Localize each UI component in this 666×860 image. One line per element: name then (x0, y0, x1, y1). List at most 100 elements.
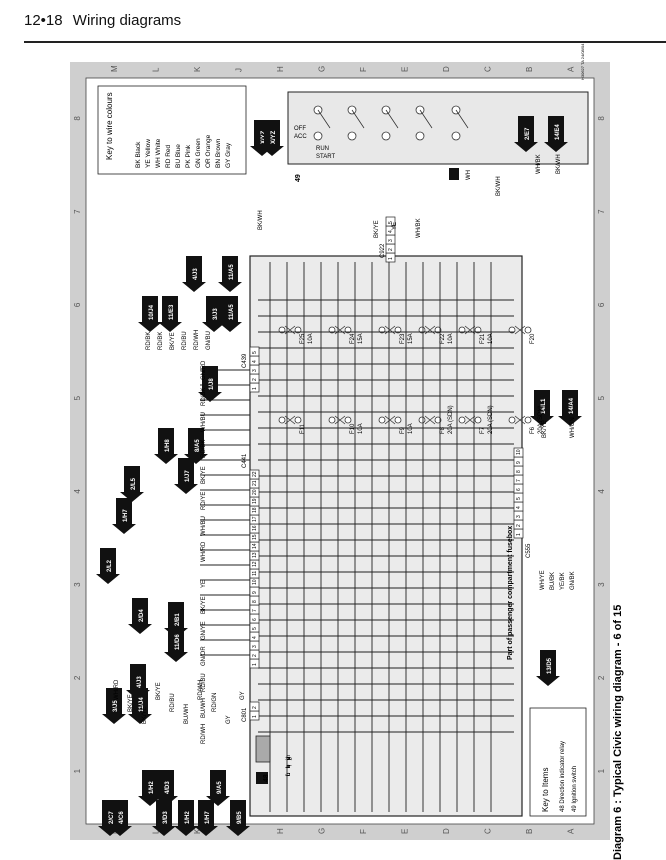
arrow-ref: 1/H2 (149, 781, 155, 794)
border-number: 4 (597, 489, 606, 494)
colour-key (97, 85, 247, 175)
border-number: 5 (73, 395, 82, 400)
cross-reference-arrow: 1/H2 (174, 800, 198, 836)
arrow-ref: 11/A5 (229, 264, 235, 280)
fuse-rating: 10A (358, 423, 364, 434)
c555-pin (513, 447, 524, 458)
cross-reference-arrow: 2/C7 (98, 800, 122, 836)
border-letter: A (566, 828, 575, 834)
border-number: 6 (73, 302, 82, 307)
wire-label-left: RD/YE (201, 492, 207, 510)
arrow-ref: 1/H7 (205, 811, 211, 824)
border-letter: E (400, 67, 409, 72)
diagram-title: Diagram 6 : Typical Civic wiring diagram… (612, 604, 624, 860)
wire-label-left: WH/BU (201, 412, 207, 432)
border-number: 2 (73, 675, 82, 680)
border-letter: F (359, 67, 368, 72)
fuse-rating: 10A (488, 333, 494, 344)
wire-label-left: RD/BK (201, 440, 207, 458)
border-letter: C (483, 828, 492, 834)
fuse-id: F23 (400, 333, 406, 344)
border-number: 7 (597, 209, 606, 214)
arrow-ref: 1/H8 (165, 439, 171, 452)
c441-strip-pin-number: 10 (252, 579, 258, 585)
c441-strip-pin-number: 19 (252, 498, 258, 504)
wire-label-right: YE/BK (560, 572, 566, 590)
terminal-letter: h (286, 765, 292, 768)
fuse-terminal (508, 416, 516, 424)
c441-strip-pin-number: 20 (252, 489, 258, 495)
cross-reference-arrow: 11/A5 (218, 296, 242, 332)
wire-label-left: GN/RD (201, 360, 207, 380)
border-number: 8 (73, 116, 82, 121)
fuse-terminal (344, 416, 352, 424)
arrow-ref: 1/H7 (123, 509, 129, 522)
terminal-letter: a (286, 756, 292, 760)
c555-pin-number: 1 (516, 533, 522, 536)
wire-label-left: RD/BK (158, 332, 164, 350)
cross-reference-arrow: X/YZ (260, 120, 284, 156)
cross-reference-arrow: 4/J3 (182, 256, 206, 292)
terminal-letter: s (286, 757, 292, 760)
arrow-ref: 2/B1 (175, 613, 181, 626)
fuse-element (334, 415, 346, 425)
fuse-terminal (344, 326, 352, 334)
c441-strip-pin-number: 9 (252, 591, 258, 594)
fuse-element (464, 415, 476, 425)
fuse-terminal (508, 326, 516, 334)
page-title: Wiring diagrams (72, 12, 182, 29)
c801-pin-number: 2 (252, 706, 258, 709)
c441-strip-pin-number: 15 (252, 534, 258, 540)
wire-label-left: BK/YE (201, 596, 207, 614)
arrow-ref: 4/D3 (165, 781, 171, 794)
border-letter: L (151, 829, 160, 834)
border-number: 5 (597, 395, 606, 400)
arrow-ref: 2/L5 (131, 477, 137, 490)
border-number: 8 (597, 116, 606, 121)
arrow-ref: 4/C6 (119, 811, 125, 824)
items-key-item: 48 Direction indicator relay (560, 741, 566, 812)
c439-pin-number: 1 (252, 387, 258, 390)
c555-pin-number: 10 (516, 449, 522, 455)
wire-label-left: RD/WH (201, 724, 207, 744)
c922-pin-number: 3 (388, 239, 394, 242)
arrow-ref: 10/J4 (149, 304, 155, 320)
cross-reference-arrow: 1/J7 (174, 458, 198, 494)
c441-strip-pin-number: 6 (252, 618, 258, 621)
svg-text:START: START (316, 154, 335, 160)
wire-label-left: RD/GN (212, 693, 218, 712)
c439-pin-number: 2 (252, 378, 258, 381)
fuse-terminal (394, 416, 402, 424)
fuse-id: F21 (480, 333, 486, 344)
arrow-ref: 14/E4 (555, 124, 561, 140)
border-number: 1 (597, 768, 606, 773)
border-letter: G (317, 66, 326, 72)
wire-label-left: BK/YE (156, 682, 162, 700)
arrow-ref: 2/D4 (139, 609, 145, 622)
c555-pin-number: 3 (516, 515, 522, 518)
c922-pin-number: 4 (388, 230, 394, 233)
cross-reference-arrow: 2/E7 (514, 116, 538, 152)
fuse-terminal (378, 326, 386, 334)
wire-label-right: WH/GN (570, 417, 576, 438)
fuse-terminal (474, 416, 482, 424)
fuse-terminal (418, 416, 426, 424)
terminal-letter: v (286, 757, 292, 760)
c922-pin-number: 2 (388, 248, 394, 251)
fuse-id: F8 (440, 426, 446, 434)
wire-label-left: BK/YE (170, 332, 176, 350)
c801-pin (249, 701, 260, 712)
c555-pin-number: 6 (516, 488, 522, 491)
fuse-terminal (394, 326, 402, 334)
wire-label-top: WH/BK (416, 218, 422, 238)
wire-label-left: RD/WH (198, 680, 204, 700)
page-number: 12•18 (24, 12, 63, 29)
fuse-rating: 10A (448, 333, 454, 344)
colour-key-item: OR Orange (205, 134, 212, 168)
terminal-letter: b (286, 764, 292, 768)
border-letter: B (525, 829, 534, 834)
svg-text:OFF: OFF (294, 126, 306, 132)
terminal-letter: e (286, 764, 292, 768)
border-letter: A (566, 66, 575, 72)
arrow-ref: 13/D5 (547, 657, 553, 674)
